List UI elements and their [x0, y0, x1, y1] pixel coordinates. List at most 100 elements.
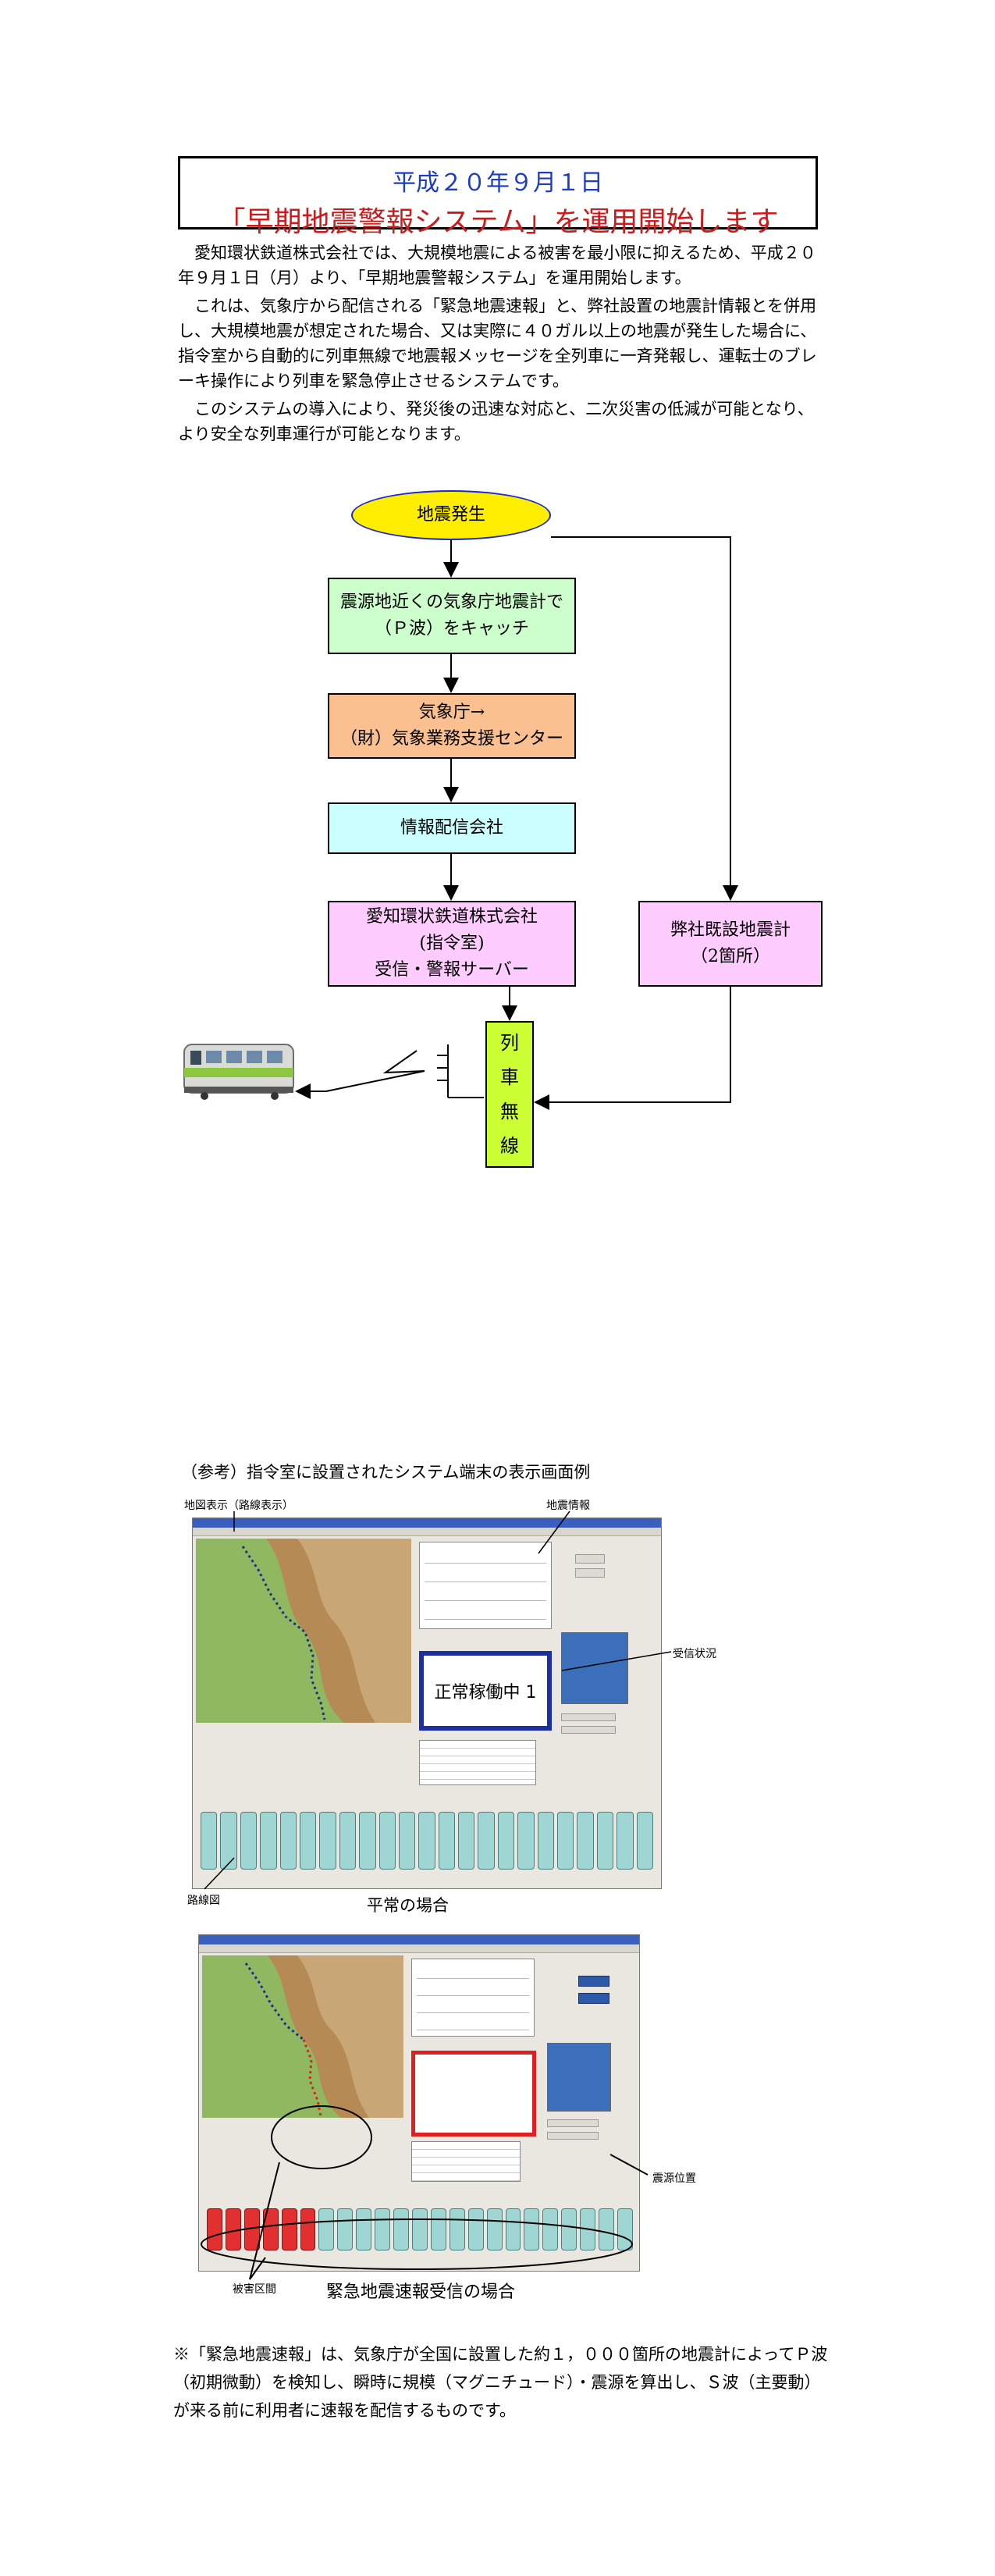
- alert-info-box: [411, 2051, 536, 2137]
- quake-info-panel: [411, 1959, 535, 2037]
- title-box: 平成２０年９月１日 「早期地震警報システム」を運用開始します: [178, 156, 818, 238]
- station-cell: [359, 1812, 376, 1870]
- command-room-line-1: 愛知環状鉄道株式会社: [365, 907, 538, 927]
- p-wave-line-1: 震源地近くの気象庁地震計で: [339, 592, 563, 612]
- station-cell: [260, 1812, 277, 1870]
- window-titlebar: [193, 1518, 661, 1528]
- menu-bar: [193, 1528, 661, 1536]
- train-radio-char-4: 線: [500, 1135, 519, 1157]
- station-cell: [557, 1812, 574, 1870]
- station-cell: [398, 1812, 416, 1870]
- station-cell: [356, 2208, 372, 2250]
- arrow-quake-to-seismometer: [551, 536, 738, 901]
- station-cell: [201, 1812, 218, 1870]
- station-cell: [561, 2208, 577, 2250]
- station-cell: [478, 1812, 495, 1870]
- emergency-screen-annotations: [201, 2105, 649, 2280]
- route-bar-ellipse: [201, 2218, 633, 2270]
- station-route-bar: [207, 2208, 633, 2250]
- reception-status-box: 正常稼働中 1: [419, 1651, 552, 1731]
- station-cell-affected: [281, 2208, 297, 2250]
- panel-button-4[interactable]: [561, 1726, 616, 1734]
- normal-state-screenshot: 正常稼働中 1: [192, 1517, 662, 1889]
- earthquake-occurrence-label: 地震発生: [416, 505, 485, 525]
- own-seismometer-line-2: （2箇所）: [691, 947, 770, 966]
- station-cell: [337, 2208, 354, 2250]
- station-cell-affected: [300, 2208, 316, 2250]
- station-cell: [497, 1812, 515, 1870]
- station-cell: [467, 2208, 484, 2250]
- caption-emergency: 緊急地震速報受信の場合: [326, 2282, 516, 2302]
- jma-box: 気象庁→ （財）気象業務支援センター: [328, 693, 576, 759]
- train-radio-char-1: 列: [500, 1032, 519, 1054]
- station-cell: [378, 1812, 396, 1870]
- info-distributor-label: 情報配信会社: [400, 818, 503, 838]
- station-cell: [418, 1812, 435, 1870]
- quake-info-label: 地震情報: [546, 1500, 590, 1512]
- terrain-map: [202, 1955, 403, 2118]
- station-cell: [617, 1812, 634, 1870]
- station-cell: [505, 2208, 521, 2250]
- panel-button-1[interactable]: [575, 1554, 605, 1564]
- station-cell: [339, 1812, 357, 1870]
- station-cell: [486, 2208, 503, 2250]
- terrain-map: [196, 1539, 411, 1723]
- epicenter-label: 震源位置: [652, 2172, 696, 2185]
- station-cell: [458, 1812, 475, 1870]
- info-distributor-box: 情報配信会社: [328, 802, 576, 854]
- alert-button-1[interactable]: [578, 1976, 609, 1987]
- emergency-state-screenshot: [198, 1934, 640, 2272]
- radio-signal-icon: [325, 1050, 425, 1092]
- station-cell: [537, 1812, 555, 1870]
- benefit-paragraph: このシステムの導入により、発災後の迅速な対応と、二次災害の低減が可能となり、より…: [178, 400, 814, 443]
- command-room-line-2: (指令室): [419, 934, 485, 953]
- station-cell: [524, 2208, 540, 2250]
- map-display-label: 地図表示（路線表示）: [184, 1500, 293, 1512]
- train-radio-char-3: 無: [500, 1101, 519, 1123]
- quake-info-panel: [419, 1542, 552, 1629]
- alert-button-2[interactable]: [578, 1993, 609, 2004]
- station-cell: [517, 1812, 535, 1870]
- title-headline: 「早期地震警報システム」を運用開始します: [217, 206, 779, 238]
- route-map-label: 路線図: [187, 1895, 220, 1907]
- station-cell-affected: [207, 2208, 222, 2250]
- station-cell: [636, 1812, 653, 1870]
- event-log-table: [419, 1740, 536, 1785]
- affected-section-label: 被害区間: [233, 2283, 276, 2296]
- p-wave-line-2: （Ｐ波）をキャッチ: [374, 619, 529, 639]
- window-titlebar: [199, 1935, 639, 1944]
- title-date: 平成２０年９月１日: [393, 169, 603, 197]
- footnote: ※「緊急地震速報」は、気象庁が全国に設置した約１，０００箇所の地震計によってＰ波…: [173, 2345, 828, 2420]
- command-room-line-3: 受信・警報サーバー: [375, 960, 529, 980]
- station-cell: [318, 2208, 335, 2250]
- panel-button-3[interactable]: [547, 2119, 599, 2127]
- station-cell: [438, 1812, 456, 1870]
- station-cell: [299, 1812, 317, 1870]
- system-description-paragraph: これは、気象庁から配信される「緊急地震速報」と、弊社設置の地震計情報とを併用し、…: [178, 297, 817, 390]
- station-cell: [542, 2208, 559, 2250]
- intro-paragraph: 愛知環状鉄道株式会社では、大規模地震による被害を最小限に抑えるため、平成２０年９…: [178, 244, 816, 287]
- caption-normal: 平常の場合: [367, 1896, 449, 1915]
- station-cell: [577, 1812, 594, 1870]
- reception-status-label: 受信状況: [673, 1648, 716, 1660]
- command-room-box: 愛知環状鉄道株式会社 (指令室) 受信・警報サーバー: [328, 901, 576, 987]
- arrow-seismometer-to-radio: [534, 987, 731, 1110]
- station-cell: [599, 2208, 614, 2250]
- p-wave-detection-box: 震源地近くの気象庁地震計で （Ｐ波）をキャッチ: [328, 578, 576, 654]
- station-cell: [279, 1812, 297, 1870]
- station-cell: [220, 1812, 237, 1870]
- station-cell: [596, 1812, 614, 1870]
- station-cell: [240, 1812, 258, 1870]
- panel-button-4[interactable]: [547, 2132, 599, 2140]
- reference-heading: （参考）指令室に設置されたシステム端末の表示画面例: [181, 1463, 591, 1482]
- panel-button-2[interactable]: [575, 1568, 605, 1578]
- own-seismometer-line-1: 弊社既設地震計: [670, 920, 791, 940]
- train-radio-char-2: 車: [500, 1066, 519, 1088]
- normal-screen-annotations: [204, 1510, 672, 1890]
- panel-button-3[interactable]: [561, 1713, 616, 1721]
- own-seismometer-box: 弊社既設地震計 （2箇所）: [638, 901, 823, 987]
- affected-area-ellipse: [271, 2105, 372, 2169]
- train-radio-box: 列 車 無 線: [485, 1021, 534, 1168]
- jma-line-2: （財）気象業務支援センター: [339, 729, 563, 749]
- station-route-bar: [201, 1812, 653, 1870]
